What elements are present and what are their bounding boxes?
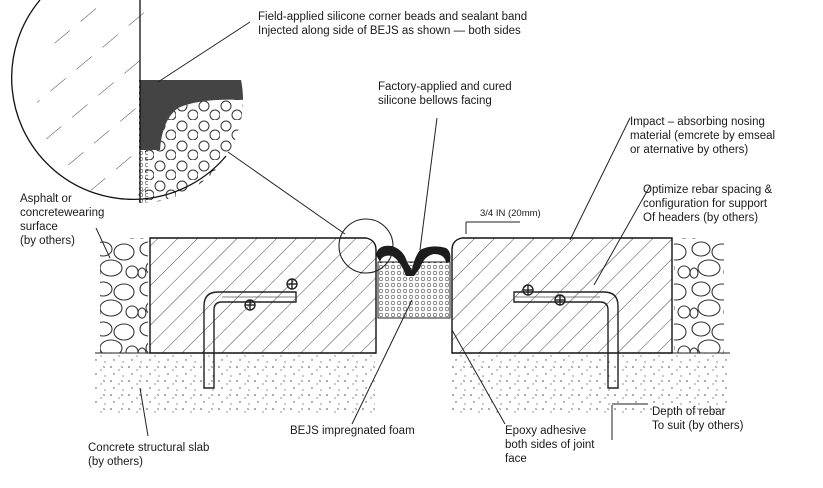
label-factory-applied: Factory-applied and cured silicone bello… (378, 81, 512, 107)
detail-callout-circle (338, 218, 394, 274)
wearing-surface (100, 238, 724, 353)
concrete-slab (95, 352, 730, 415)
rebar-right (513, 284, 619, 389)
dimension-marker (465, 221, 520, 234)
rebar-left (203, 278, 298, 389)
silicone-bellows (376, 245, 451, 276)
label-epoxy: Epoxy adhesive both sides of joint face (505, 425, 595, 465)
nosing-block-left (149, 237, 377, 354)
label-field-applied: Field-applied silicone corner beads and … (258, 11, 528, 37)
label-asphalt: Asphalt or concretewearing surface (by o… (20, 193, 105, 247)
label-concrete-slab: Concrete structural slab (by others) (88, 442, 210, 468)
label-impact-nosing: Impact – absorbing nosing material (emcr… (630, 116, 776, 156)
label-optimize-rebar: Optimize rebar spacing & configuration f… (643, 184, 773, 224)
label-bejs-foam: BEJS impregnated foam (290, 425, 415, 437)
leader-lines (95, 21, 651, 440)
label-depth-rebar: Depth of rebar To suit (by others) (652, 406, 744, 432)
label-dimension: 3/4 IN (20mm) (480, 208, 541, 219)
